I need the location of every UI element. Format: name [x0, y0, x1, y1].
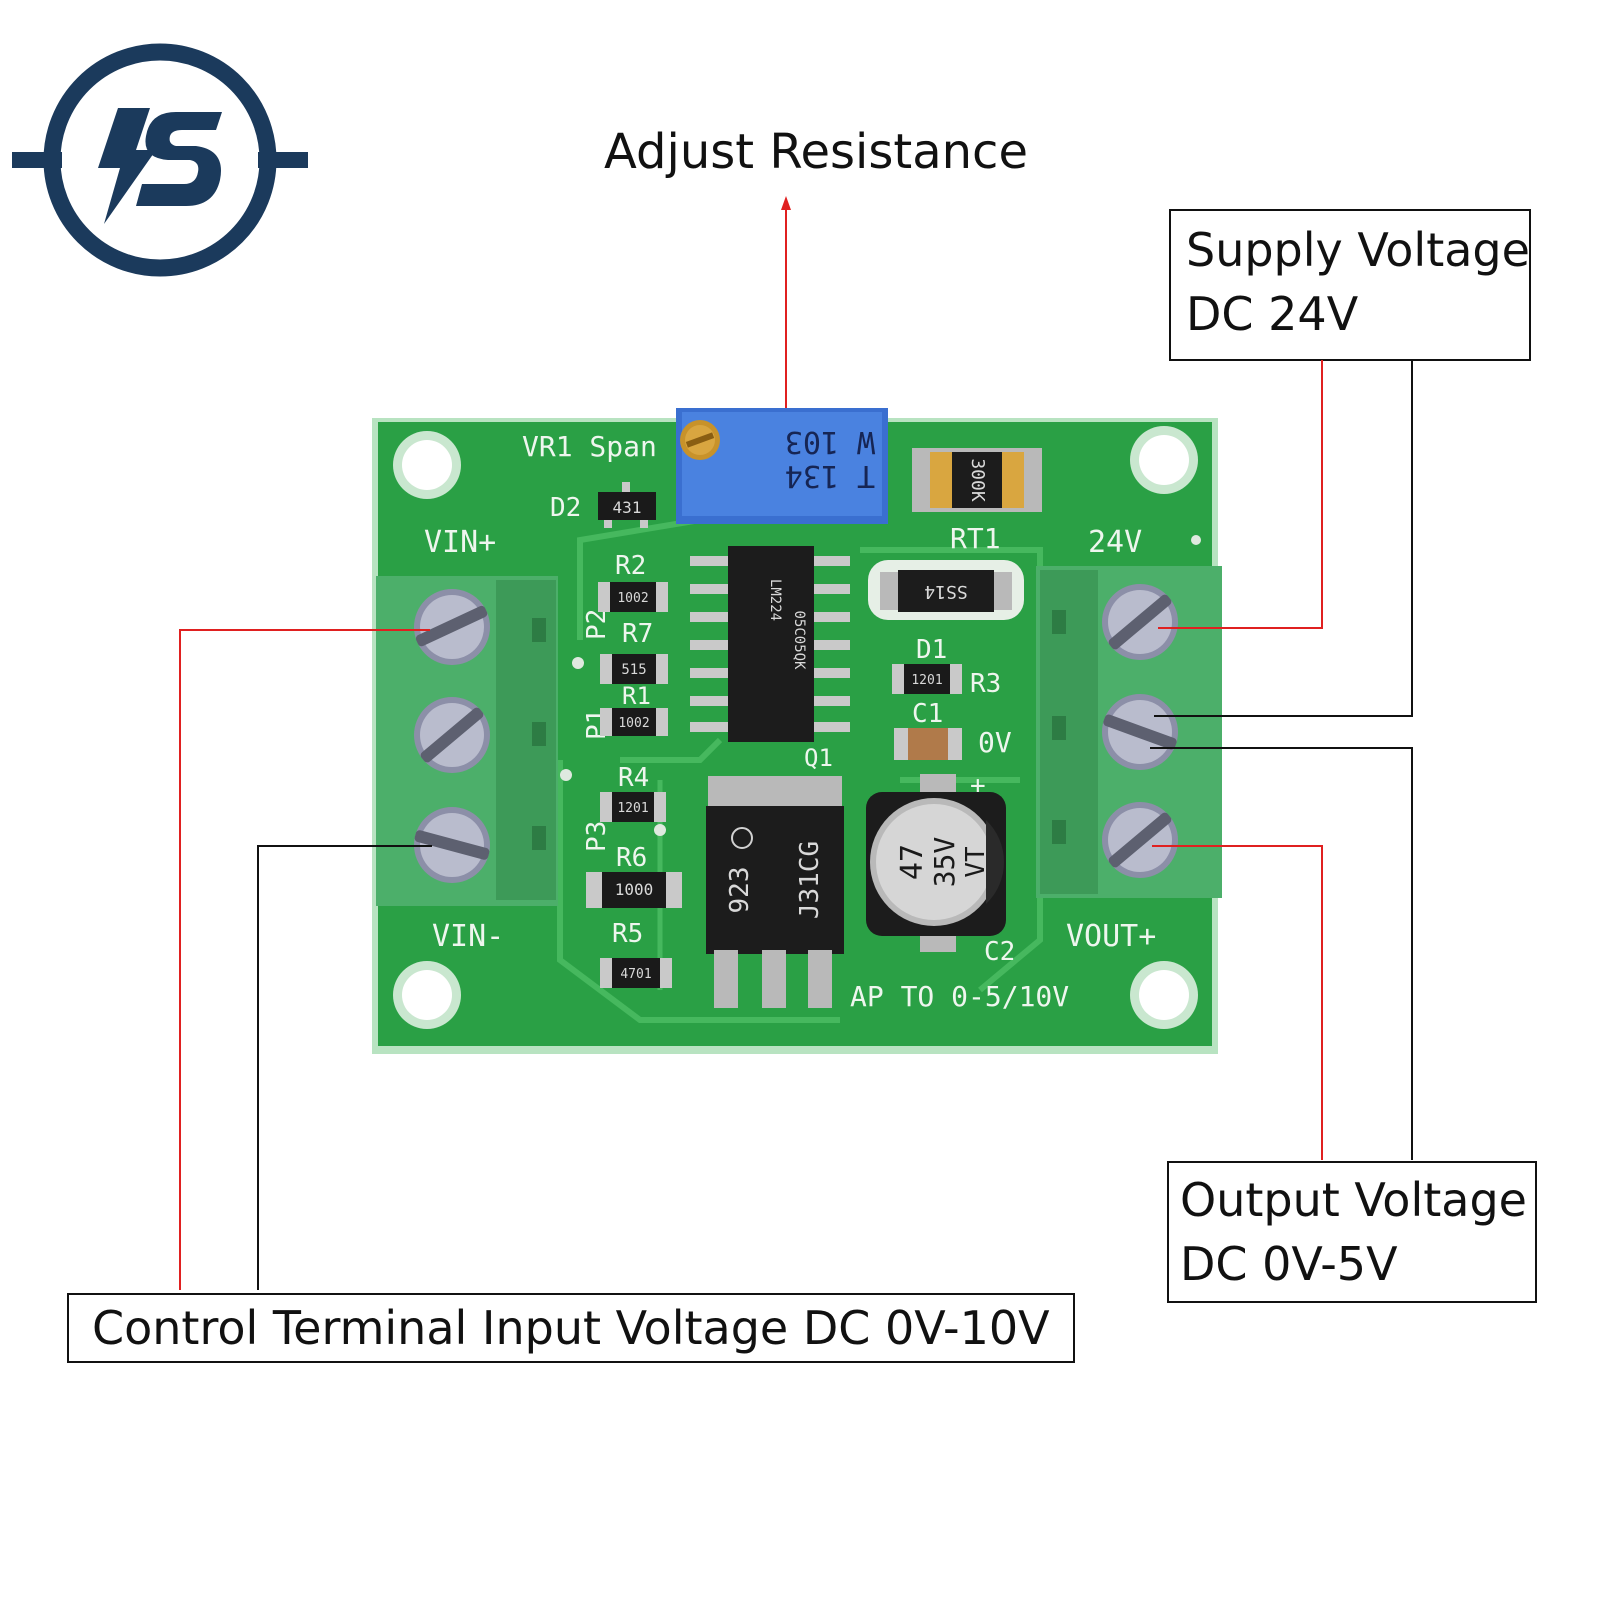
24v-label: 24V [1088, 525, 1142, 560]
cap-marking-3: VT [961, 846, 991, 878]
vin-minus-label: VIN- [432, 919, 504, 954]
p3-label: P3 [582, 821, 612, 852]
output-voltage-box [1167, 1161, 1537, 1303]
terminal-screw [1102, 802, 1178, 878]
resistor-r5: 4701 [600, 958, 672, 988]
d2-chip: 431 [598, 482, 656, 528]
output-terminal-block [1036, 566, 1222, 898]
q1-marking-2: J31CG [795, 841, 825, 919]
rt1-marking: 300K [967, 458, 988, 502]
pcb-board: W 103 T 134 VR1 Span D2 VIN+ VIN- P2 P1 … [372, 408, 1222, 1054]
adjust-resistance-label: Adjust Resistance [604, 124, 1028, 180]
d1-marking: SS14 [924, 581, 967, 602]
q1-marking-1: 923 [725, 867, 755, 914]
input-terminal-block [376, 576, 558, 906]
ic-marking-1: LM224 [767, 579, 783, 621]
vout-plus-leader-line [1152, 845, 1323, 1160]
output-voltage-line2: DC 0V-5V [1180, 1237, 1398, 1291]
output-0v-leader-line [1150, 747, 1413, 1160]
capacitor-c1 [894, 728, 962, 760]
supply-24v-leader-line [1158, 360, 1323, 629]
vr1-label: VR1 Span [522, 430, 657, 463]
thermistor-rt1: 300K [912, 448, 1042, 512]
adjust-arrow-head [781, 196, 791, 210]
c2-label: C2 [984, 937, 1015, 967]
rt1-label: RT1 [950, 522, 1001, 555]
output-voltage-line1: Output Voltage [1180, 1173, 1527, 1227]
pot-marking-1: W 103 [785, 424, 875, 459]
d2-chip-marking: 431 [613, 498, 642, 517]
cap-marking-2: 35V [928, 837, 961, 888]
mount-hole [393, 961, 461, 1029]
d1-label: D1 [916, 635, 947, 665]
q1-label: Q1 [804, 744, 833, 772]
r4-marking: 1201 [617, 801, 648, 816]
pot-marking-2: T 134 [785, 458, 875, 493]
potentiometer-vr1: W 103 T 134 [676, 408, 888, 524]
resistor-r7: 515 [600, 654, 668, 684]
regulator-q1: 923 J31CG [706, 776, 844, 1008]
r7-marking: 515 [621, 662, 646, 678]
r2-marking: 1002 [617, 591, 648, 606]
vout-plus-label: VOUT+ [1066, 919, 1156, 954]
terminal-screw [1102, 584, 1178, 660]
r1-marking: 1002 [618, 716, 649, 731]
r3-label: R3 [970, 669, 1001, 699]
mount-hole [1130, 961, 1198, 1029]
r3-marking: 1201 [911, 673, 942, 688]
vin-plus-label: VIN+ [424, 525, 496, 560]
diode-d1: SS14 [868, 560, 1024, 620]
resistor-r6: 1000 [586, 872, 682, 908]
mount-hole [1130, 426, 1198, 494]
r4-label: R4 [618, 763, 649, 793]
board-model-text: AP TO 0-5/10V [850, 980, 1069, 1013]
input-voltage-box [67, 1293, 1075, 1363]
terminal-screw [414, 697, 490, 773]
r6-label: R6 [616, 843, 647, 873]
capacitor-c2: 47 35V VT [866, 774, 1006, 952]
c1-label: C1 [912, 699, 943, 729]
vin-minus-leader-line [257, 845, 432, 1290]
r5-marking: 4701 [620, 967, 651, 982]
input-voltage-label: Control Terminal Input Voltage DC 0V-10V [92, 1301, 1050, 1355]
ic-lm224: LM224 05C05QK [690, 546, 850, 742]
resistor-r3: 1201 [892, 664, 962, 694]
r1-label: R1 [622, 682, 651, 710]
r6-marking: 1000 [615, 880, 654, 899]
terminal-screw [414, 807, 490, 883]
r2-label: R2 [615, 551, 646, 581]
supply-voltage-line2: DC 24V [1186, 287, 1359, 341]
resistor-r1: 1002 [600, 708, 668, 736]
vin-plus-leader-line [179, 629, 430, 1290]
mount-hole [393, 431, 461, 499]
supply-voltage-box [1169, 209, 1531, 361]
r5-label: R5 [612, 919, 643, 949]
supply-voltage-line1: Supply Voltage [1186, 223, 1530, 277]
cap-marking-1: 47 [895, 844, 930, 880]
ic-marking-2: 05C05QK [791, 610, 807, 670]
terminal-screw [1102, 694, 1178, 770]
terminal-screw [414, 589, 490, 665]
resistor-r2: 1002 [598, 582, 668, 612]
0v-label: 0V [978, 726, 1012, 759]
lightning-s-logo-icon [12, 43, 308, 277]
resistor-r4: 1201 [600, 792, 666, 822]
r7-label: R7 [622, 619, 653, 649]
supply-0v-leader-line [1154, 360, 1413, 717]
p2-label: P2 [582, 609, 612, 640]
d2-label: D2 [550, 493, 581, 523]
